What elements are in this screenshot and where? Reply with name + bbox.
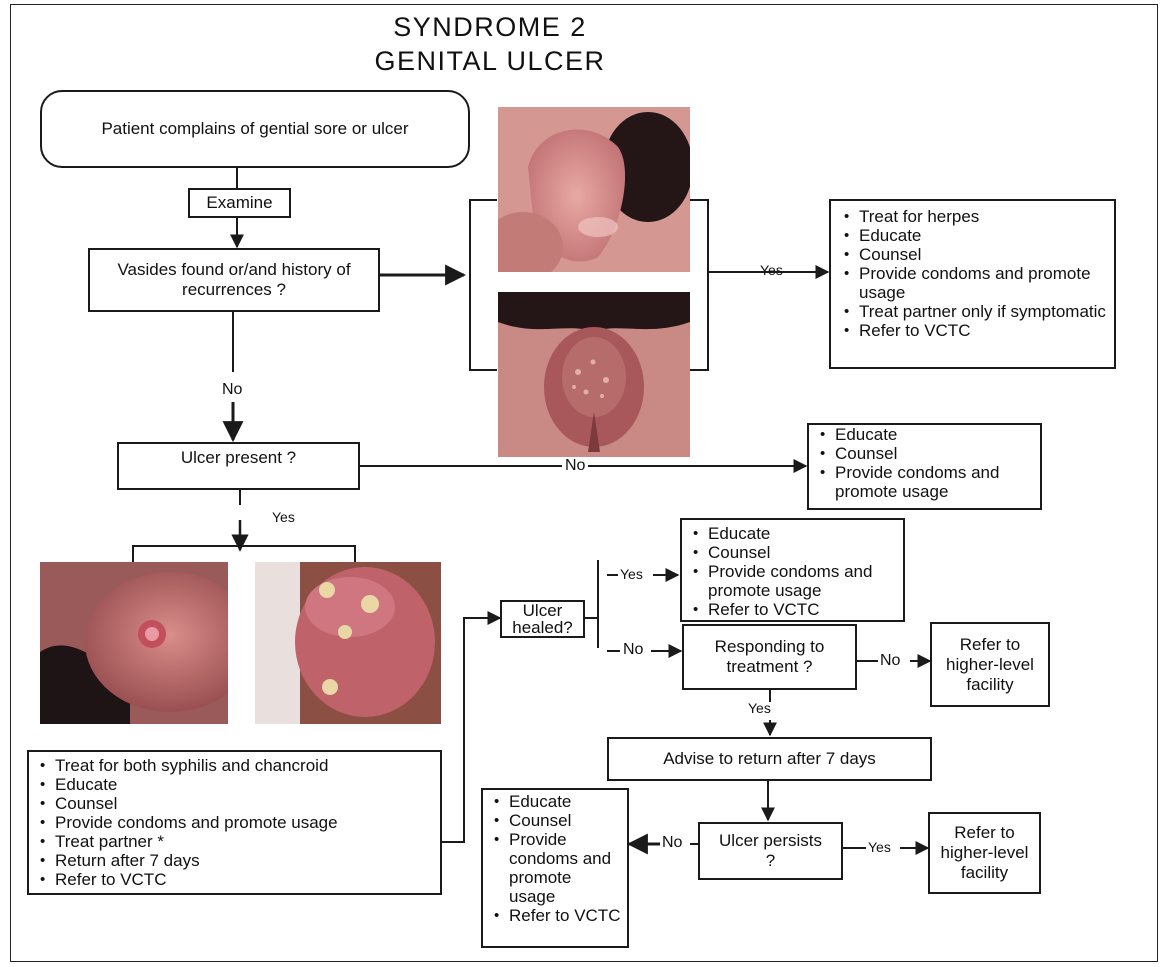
edge-label-yes-responding: Yes: [748, 700, 771, 716]
healed-yes-box: EducateCounselProvide condoms and promot…: [680, 518, 905, 622]
ulcer-present-question: Ulcer present ?: [117, 442, 360, 490]
refer-higher-text-1: Refer to higher-level facility: [946, 634, 1034, 694]
responding-text: Responding to treatment ?: [714, 637, 825, 676]
advise-box: Advise to return after 7 days: [607, 737, 932, 781]
list-item: Provide condoms and promote usage: [839, 264, 1106, 302]
list-item: Counsel: [35, 794, 434, 813]
edge-label-yes-ulcer: Yes: [272, 509, 295, 525]
examine-text: Examine: [206, 193, 273, 212]
edge-label-no-ulcer: No: [562, 457, 589, 475]
chancre-photo: [40, 562, 228, 724]
list-item: Counsel: [815, 444, 1034, 463]
title-line-2: GENITAL ULCER: [374, 46, 606, 76]
no-ulcer-actions-box: EducateCounselProvide condoms and promot…: [807, 423, 1042, 510]
persists-no-box: EducateCounselProvide condoms and promot…: [481, 788, 629, 948]
responding-question: Responding to treatment ?: [682, 624, 857, 690]
list-item: Educate: [489, 792, 621, 811]
vesicles-question-text: Vasides found or/and history of recurren…: [117, 260, 351, 299]
edge-label-no-vesicles: No: [222, 381, 243, 398]
start-node: Patient complains of gential sore or ulc…: [40, 90, 470, 168]
list-item: Counsel: [688, 543, 897, 562]
ulcer-healed-question: Ulcer healed?: [500, 600, 585, 638]
list-item: Refer to VCTC: [35, 870, 434, 889]
list-item: Return after 7 days: [35, 851, 434, 870]
list-item: Treat partner *: [35, 832, 434, 851]
list-item: Educate: [688, 524, 897, 543]
vesicles-question: Vasides found or/and history of recurren…: [88, 248, 380, 312]
list-item: Provide condoms and promote usage: [688, 562, 897, 600]
refer-higher-text-2: Refer to higher-level facility: [940, 823, 1029, 882]
ulcer-persists-text: Ulcer persists ?: [719, 831, 822, 870]
healed-yes-list: EducateCounselProvide condoms and promot…: [688, 524, 897, 619]
treat-both-list: Treat for both syphilis and chancroidEdu…: [35, 756, 434, 889]
edge-label-yes-herpes: Yes: [760, 262, 783, 278]
list-item: Refer to VCTC: [489, 906, 621, 925]
herpes-actions-list: Treat for herpesEducateCounselProvide co…: [839, 207, 1106, 340]
herpes-photo-2: [498, 292, 690, 457]
list-item: Counsel: [489, 811, 621, 830]
list-item: Treat partner only if symptomatic: [839, 302, 1106, 321]
start-node-text: Patient complains of gential sore or ulc…: [101, 119, 409, 138]
ulcer-present-text: Ulcer present ?: [180, 448, 297, 467]
chancroid-photo: [255, 562, 441, 724]
title-line-1: SYNDROME 2: [393, 12, 587, 42]
examine-node: Examine: [188, 188, 291, 218]
edge-label-no-persists: No: [662, 834, 683, 851]
treat-both-box: Treat for both syphilis and chancroidEdu…: [27, 750, 442, 895]
list-item: Provide condoms and promote usage: [489, 830, 621, 906]
herpes-photo-1: [498, 107, 690, 272]
list-item: Provide condoms and promote usage: [35, 813, 434, 832]
figure-frame: [10, 4, 1158, 962]
list-item: Treat for both syphilis and chancroid: [35, 756, 434, 775]
list-item: Provide condoms and promote usage: [815, 463, 1034, 501]
list-item: Treat for herpes: [839, 207, 1106, 226]
list-item: Counsel: [839, 245, 1106, 264]
list-item: Refer to VCTC: [839, 321, 1106, 340]
advise-text: Advise to return after 7 days: [663, 749, 876, 768]
list-item: Refer to VCTC: [688, 600, 897, 619]
persists-no-list: EducateCounselProvide condoms and promot…: [489, 792, 621, 925]
edge-label-yes-healed: Yes: [620, 566, 643, 582]
edge-label-no-healed: No: [623, 641, 644, 658]
edge-label-yes-persists: Yes: [868, 839, 891, 855]
ulcer-persists-question: Ulcer persists ?: [698, 822, 843, 880]
refer-higher-box-2: Refer to higher-level facility: [928, 812, 1041, 894]
list-item: Educate: [839, 226, 1106, 245]
edge-label-no-responding: No: [880, 652, 901, 669]
ulcer-healed-text: Ulcer healed?: [512, 601, 573, 637]
herpes-actions-box: Treat for herpesEducateCounselProvide co…: [829, 199, 1116, 369]
no-ulcer-actions-list: EducateCounselProvide condoms and promot…: [815, 425, 1034, 501]
list-item: Educate: [815, 425, 1034, 444]
list-item: Educate: [35, 775, 434, 794]
refer-higher-box-1: Refer to higher-level facility: [930, 622, 1050, 707]
